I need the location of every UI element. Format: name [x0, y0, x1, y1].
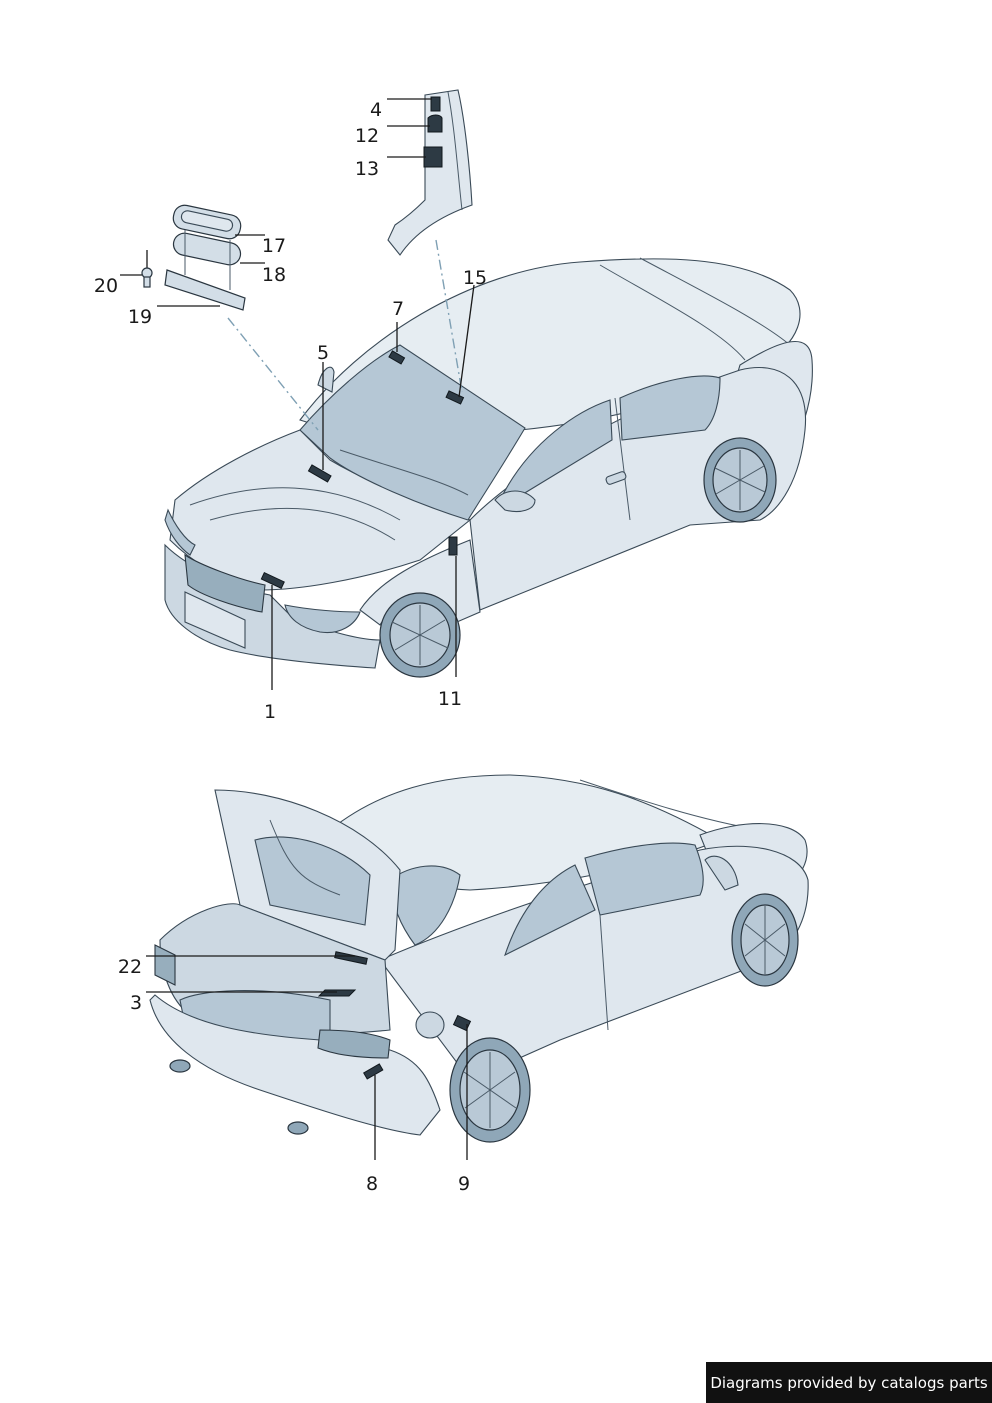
label-4-marker: [430, 96, 441, 112]
callout-4: 4: [370, 99, 382, 121]
label-11-marker: [448, 536, 458, 556]
footer-credit: Diagrams provided by catalogs parts: [706, 1362, 992, 1403]
callout-numbers: 4 12 13 17 18 20 19 15 7 5 1 11 22 3 8 9: [94, 99, 487, 1195]
callout-5: 5: [317, 342, 329, 364]
label-1-marker: [260, 571, 285, 589]
callout-17: 17: [262, 235, 286, 257]
bracket-assembly: [141, 204, 246, 311]
label-5-marker: [307, 464, 332, 483]
label-7-marker: [388, 350, 406, 365]
callout-19: 19: [128, 306, 152, 328]
callout-9: 9: [458, 1173, 470, 1195]
callout-11: 11: [438, 688, 462, 710]
label-8-marker: [363, 1063, 384, 1080]
callout-22: 22: [118, 956, 142, 978]
label-15-marker: [445, 390, 465, 405]
b-pillar-detail: [387, 89, 473, 256]
callout-1: 1: [264, 701, 276, 723]
label-9-marker: [452, 1014, 472, 1032]
leader-lines: [120, 98, 475, 1160]
label-3-marker: [317, 989, 357, 997]
callout-8: 8: [366, 1173, 378, 1195]
callout-18: 18: [262, 264, 286, 286]
connector-pillar: [435, 239, 463, 393]
callout-12: 12: [355, 125, 379, 147]
top-car-front-view: [164, 257, 813, 678]
bottom-car-rear-view: [149, 774, 809, 1143]
callout-3: 3: [130, 992, 142, 1014]
label-22-marker: [334, 951, 368, 965]
callout-15: 15: [463, 267, 487, 289]
label-12-marker: [427, 114, 443, 133]
label-13-marker: [423, 146, 443, 168]
callout-13: 13: [355, 158, 379, 180]
callout-20: 20: [94, 275, 118, 297]
connector-bracket: [227, 317, 319, 431]
callout-7: 7: [392, 298, 404, 320]
footer-text: Diagrams provided by catalogs parts: [710, 1373, 988, 1392]
